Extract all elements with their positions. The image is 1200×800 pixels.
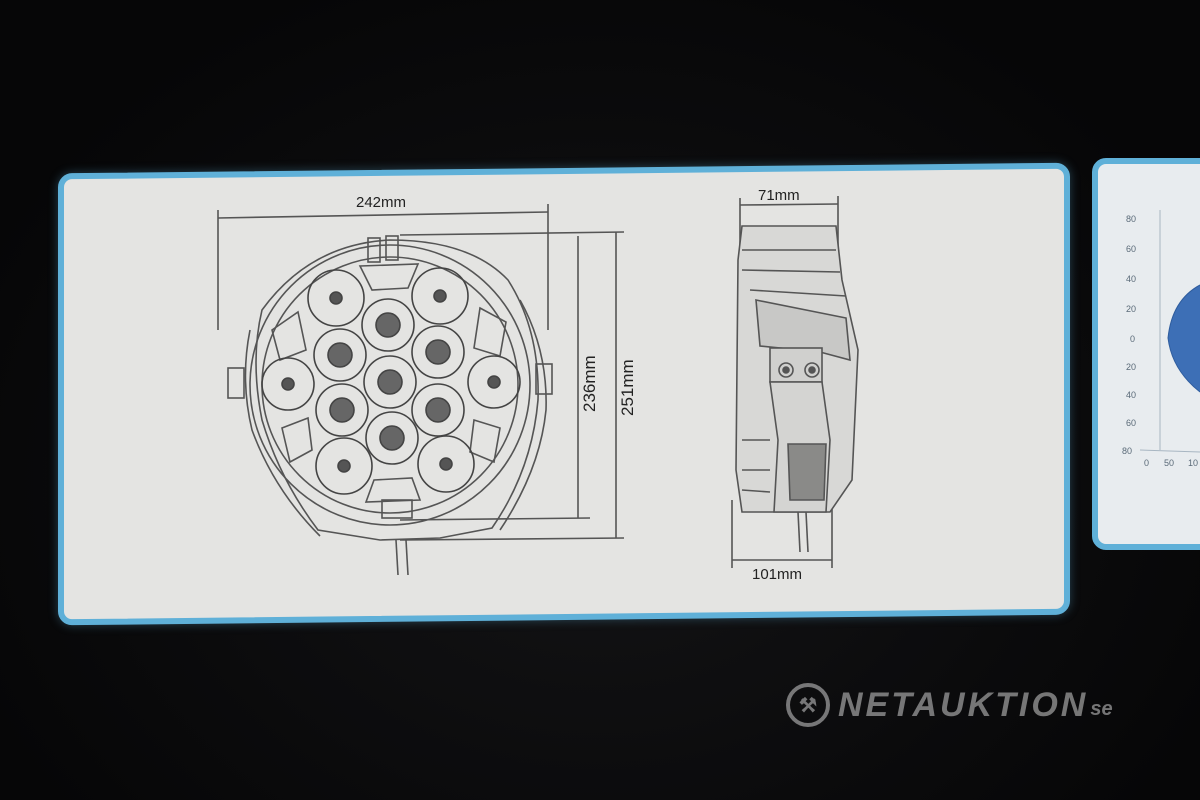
led-cells [261,267,521,495]
front-width-label: 242mm [356,194,407,211]
watermark-brand: NETAUKTION [838,685,1089,724]
axis-tick: 80 [1126,214,1137,224]
beam-pattern-fragment [1139,210,1200,453]
front-height-inner-label: 236mm [580,355,599,412]
axis-tick: 40 [1126,390,1137,400]
hammer-icon: ⚒ [786,683,830,727]
axis-tick: 50 [1164,458,1175,468]
axis-tick: 60 [1126,244,1137,254]
side-depth-top-label: 71mm [758,187,800,204]
watermark-suffix: se [1090,697,1113,720]
axis-tick: 0 [1144,458,1150,468]
front-view [217,204,625,576]
axis-tick: 40 [1126,274,1137,284]
netauktion-watermark: ⚒ NETAUKTION se [786,682,1113,728]
axis-tick: 60 [1126,418,1137,428]
side-depth-bottom-label: 101mm [752,566,803,583]
axis-tick: 0 [1130,334,1136,344]
axis-tick: 10 [1188,458,1199,468]
axis-tick: 80 [1122,446,1133,456]
axis-tick: 20 [1126,362,1137,372]
front-height-outer-label: 251mm [618,359,637,416]
axis-tick: 20 [1126,304,1137,314]
side-view [731,196,859,568]
